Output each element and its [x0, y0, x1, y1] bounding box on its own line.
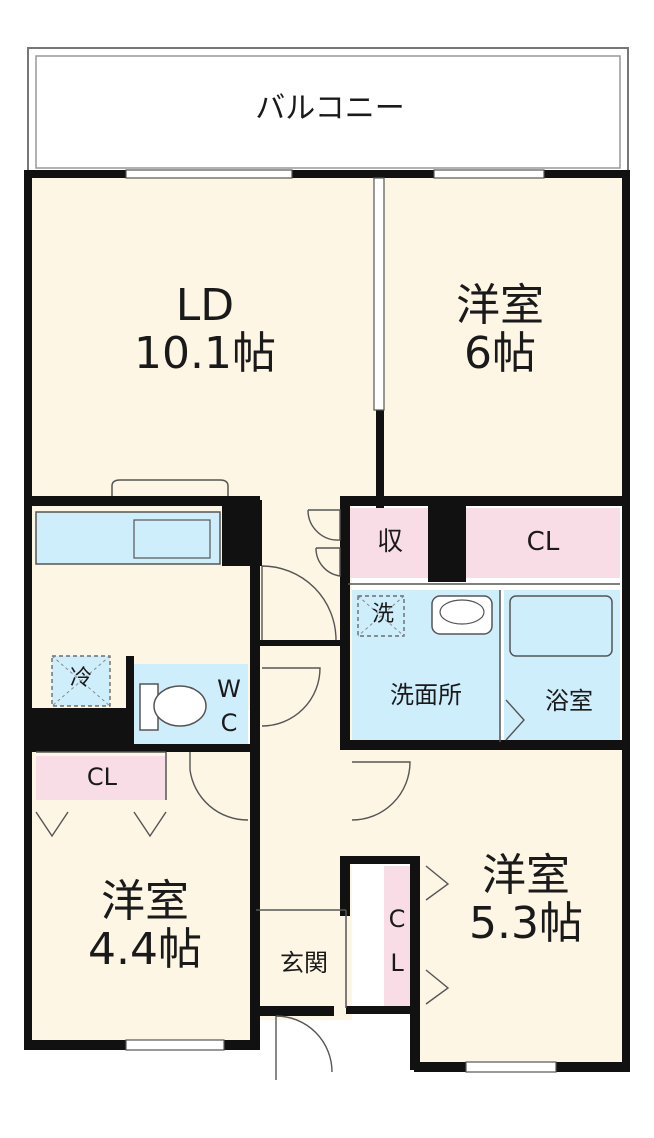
se-room-floor-2 — [420, 858, 622, 1066]
closet-se-l: L — [390, 949, 404, 977]
closet-se-floor — [384, 866, 410, 1006]
closet-sw-label: CL — [86, 763, 118, 791]
bathtub — [509, 595, 613, 657]
washroom-label: 洗面所 — [390, 681, 462, 709]
sliding-partition — [373, 177, 385, 411]
se-room-size: 5.3帖 — [469, 898, 583, 950]
ld-floor — [32, 178, 378, 500]
doors — [189, 509, 411, 1080]
bathroom-label: 浴室 — [545, 687, 593, 715]
se-room-title: 洋室 — [482, 850, 570, 901]
washer-label: 洗 — [371, 602, 394, 627]
entrance-label: 玄関 — [280, 949, 328, 977]
ld-size: 10.1帖 — [134, 328, 276, 380]
sink-basin — [133, 519, 211, 559]
closet-sw-floor — [36, 756, 166, 800]
north-room-floor — [382, 178, 622, 500]
toilet — [139, 683, 207, 731]
sw-room-label: 洋室 4.4帖 — [60, 876, 230, 976]
storage-floor — [348, 508, 432, 578]
closet-se-c: C — [388, 905, 406, 933]
se-room-label: 洋室 5.3帖 — [446, 850, 606, 950]
sw-room-title: 洋室 — [101, 876, 189, 927]
closet-ne-floor — [466, 508, 620, 578]
north-room-size: 6帖 — [464, 328, 536, 380]
storage-label: 収 — [376, 527, 403, 557]
windows — [125, 169, 557, 1073]
north-room-label: 洋室 6帖 — [420, 280, 580, 380]
fridge-label: 冷 — [69, 666, 92, 691]
entrance-floor — [262, 914, 346, 1012]
north-room-title: 洋室 — [456, 280, 544, 331]
se-room-floor — [350, 748, 622, 860]
closet-ne-label: CL — [526, 527, 560, 557]
wc-w: W — [217, 675, 241, 703]
closet-doors — [35, 699, 525, 1005]
wc-c: C — [220, 709, 238, 737]
ld-label: LD 10.1帖 — [100, 280, 310, 380]
balcony-label: バルコニー — [180, 92, 480, 125]
sw-room-size: 4.4帖 — [88, 924, 202, 976]
balcony-text: バルコニー — [255, 91, 405, 126]
ld-title: LD — [175, 280, 235, 331]
balcony-area — [27, 47, 629, 173]
washer-spot — [357, 595, 405, 637]
